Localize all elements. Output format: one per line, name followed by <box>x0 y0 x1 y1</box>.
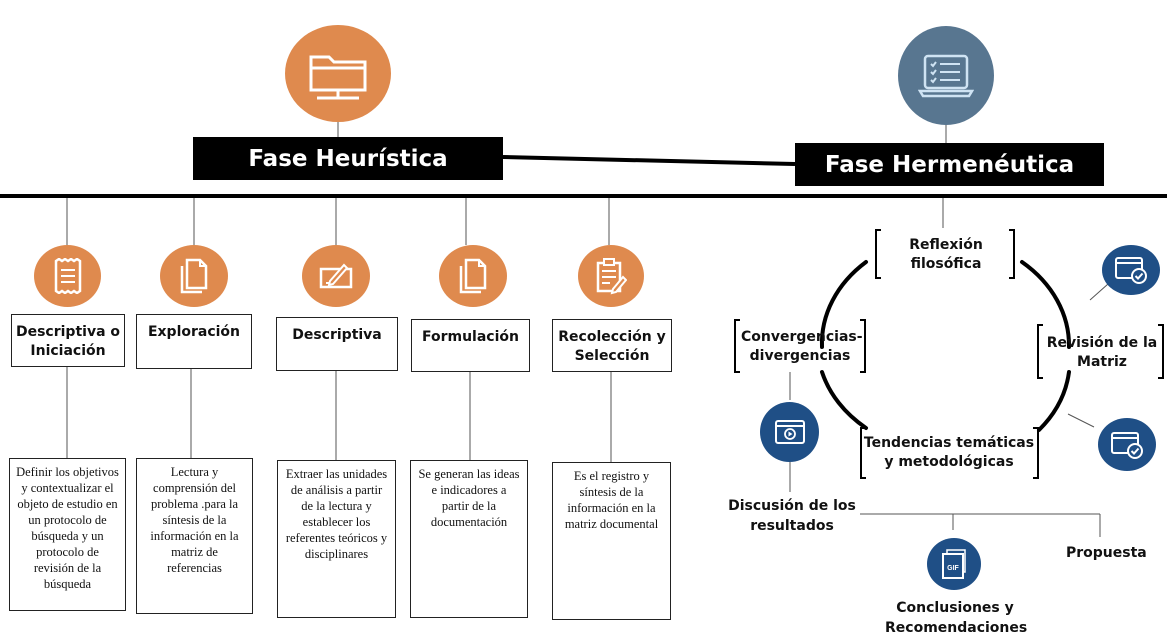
phase-heuristic: Fase Heurística <box>193 137 503 180</box>
phase-hermeneutic: Fase Hermenéutica <box>795 143 1104 186</box>
browser-check-icon <box>1102 245 1160 295</box>
documents-icon <box>439 245 507 307</box>
clipboard-pen-icon <box>578 245 644 307</box>
step-title: Exploración <box>136 314 252 369</box>
step-description: Definir los objetivos y contextualizar e… <box>9 458 126 611</box>
conclusions-label: Conclusiones y Recomendaciones <box>885 598 1028 638</box>
pen-card-icon <box>302 245 370 307</box>
gif-label: GIF <box>947 565 959 572</box>
browser-check-icon <box>1098 418 1156 471</box>
laptop-checklist-icon <box>898 26 994 125</box>
step-description: Es el registro y síntesis de la informac… <box>552 462 671 620</box>
gif-file-icon: GIF <box>927 538 981 590</box>
step-description: Lectura y comprensión del problema .para… <box>136 458 253 614</box>
proposal-label: Propuesta <box>1066 543 1147 563</box>
folder-network-icon <box>285 25 391 122</box>
cycle-right-label: Revisión de la Matriz <box>1046 335 1158 370</box>
cycle-bottom-label: Tendencias temáticas y metodológicas <box>863 435 1035 470</box>
step-title: Recolección y Selección <box>552 319 672 372</box>
step-description: Extraer las unidades de análisis a parti… <box>277 460 396 618</box>
receipt-icon <box>34 245 101 307</box>
browser-play-icon <box>760 402 819 462</box>
step-description: Se generan las ideas e indicadores a par… <box>410 460 528 618</box>
step-title: Descriptiva <box>276 317 398 371</box>
step-title: Descriptiva o Iniciación <box>11 314 125 367</box>
step-title: Formulación <box>411 319 530 372</box>
cycle-left-label: Convergencias-divergencias <box>741 329 863 364</box>
documents-icon <box>160 245 228 307</box>
cycle-top-label: Reflexión filosófica <box>909 237 983 272</box>
discussion-label: Discusión de los resultados <box>724 496 860 536</box>
